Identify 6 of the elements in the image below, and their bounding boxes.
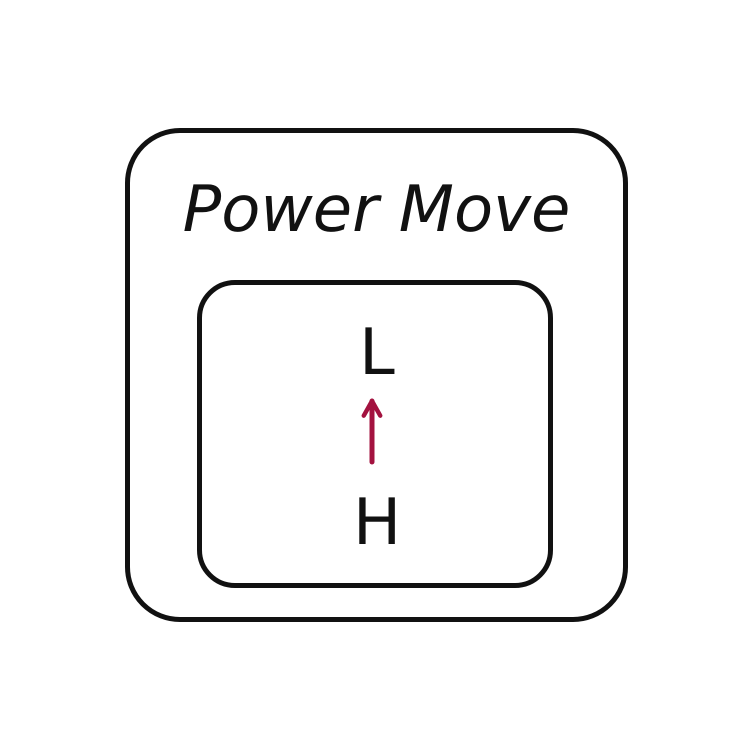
key-letter: L bbox=[352, 315, 402, 390]
arrow bbox=[362, 398, 382, 464]
title: Power Move bbox=[182, 173, 572, 247]
key-letter: H bbox=[352, 485, 402, 560]
inner-frame bbox=[197, 280, 553, 588]
outer-frame bbox=[125, 128, 628, 622]
